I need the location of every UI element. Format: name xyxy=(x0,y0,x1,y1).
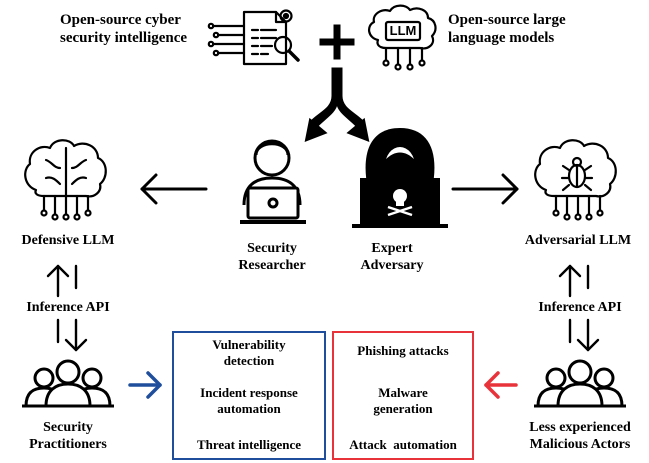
offensive-use-attack-automation: Attack automation xyxy=(349,437,457,452)
adversarial-llm-bug-icon xyxy=(534,139,617,221)
malicious-actors-label-line1: Less experienced xyxy=(529,420,631,435)
osint-label-line2: security intelligence xyxy=(60,29,188,46)
researcher-label: Security Researcher xyxy=(232,241,312,274)
arrow-to-adversarial-llm xyxy=(451,173,519,205)
malicious-actors-group-icon xyxy=(534,359,626,408)
defensive-use-2-line1: Incident response xyxy=(200,385,298,400)
left-inference-api-label: Inference API xyxy=(26,300,110,315)
llm-label-line1: Open-source large xyxy=(448,12,566,28)
left-api-arrows xyxy=(46,264,88,352)
offensive-use-phishing: Phishing attacks xyxy=(357,343,449,358)
practitioners-label: Security Practitioners xyxy=(8,420,128,453)
offensive-use-2-line2: generation xyxy=(373,401,433,417)
plus-icon xyxy=(319,24,355,60)
llm-label-line2: language models xyxy=(448,29,555,46)
defensive-use-1-line1: Vulnerability xyxy=(212,337,286,352)
defensive-uses-box: Vulnerability detection Incident respons… xyxy=(172,331,326,460)
malicious-actors-label: Less experienced Malicious Actors xyxy=(514,420,646,453)
researcher-label-line1: Security xyxy=(247,241,297,256)
llm-brain-icon xyxy=(368,4,437,71)
adversary-label-line2: Adversary xyxy=(360,257,424,273)
researcher-label-line2: Researcher xyxy=(238,257,306,273)
osint-label: Open-source cyber security intelligence xyxy=(60,12,187,47)
adversary-label-line1: Expert xyxy=(371,241,413,256)
practitioners-label-line1: Security xyxy=(43,420,93,435)
document-gear-icon xyxy=(207,9,300,66)
offensive-uses-box: Phishing attacks Malware generation Atta… xyxy=(332,331,474,460)
offensive-use-2-line1: Malware xyxy=(378,385,428,400)
defensive-llm-label: Defensive LLM xyxy=(21,233,115,248)
defensive-use-1-line2: detection xyxy=(223,353,275,369)
defensive-use-incident-response: Incident response automation xyxy=(174,385,324,418)
right-api-arrows xyxy=(558,264,600,352)
security-practitioners-group-icon xyxy=(22,359,114,408)
expert-adversary-icon xyxy=(352,128,448,228)
defensive-use-vulnerability-detection: Vulnerability detection xyxy=(174,337,324,370)
red-arrow-icon xyxy=(484,371,518,399)
defensive-use-threat-intelligence: Threat intelligence xyxy=(196,437,302,452)
adversarial-llm-label: Adversarial LLM xyxy=(524,233,632,248)
security-researcher-icon xyxy=(240,139,306,224)
osint-label-line1: Open-source cyber xyxy=(60,12,181,28)
split-arrow-icon xyxy=(304,67,370,142)
practitioners-label-line2: Practitioners xyxy=(29,436,107,452)
defensive-llm-brain-icon xyxy=(24,139,107,221)
right-inference-api-label: Inference API xyxy=(538,300,622,315)
arrow-to-defensive-llm xyxy=(140,173,208,205)
offensive-use-malware-generation: Malware generation xyxy=(334,385,472,418)
llm-chip-text: LLM xyxy=(389,23,417,38)
blue-arrow-icon xyxy=(128,371,162,399)
llm-label: Open-source large language models xyxy=(448,12,566,47)
malicious-actors-label-line2: Malicious Actors xyxy=(529,436,631,452)
adversary-label: Expert Adversary xyxy=(352,241,432,274)
defensive-use-2-line2: automation xyxy=(217,401,281,417)
